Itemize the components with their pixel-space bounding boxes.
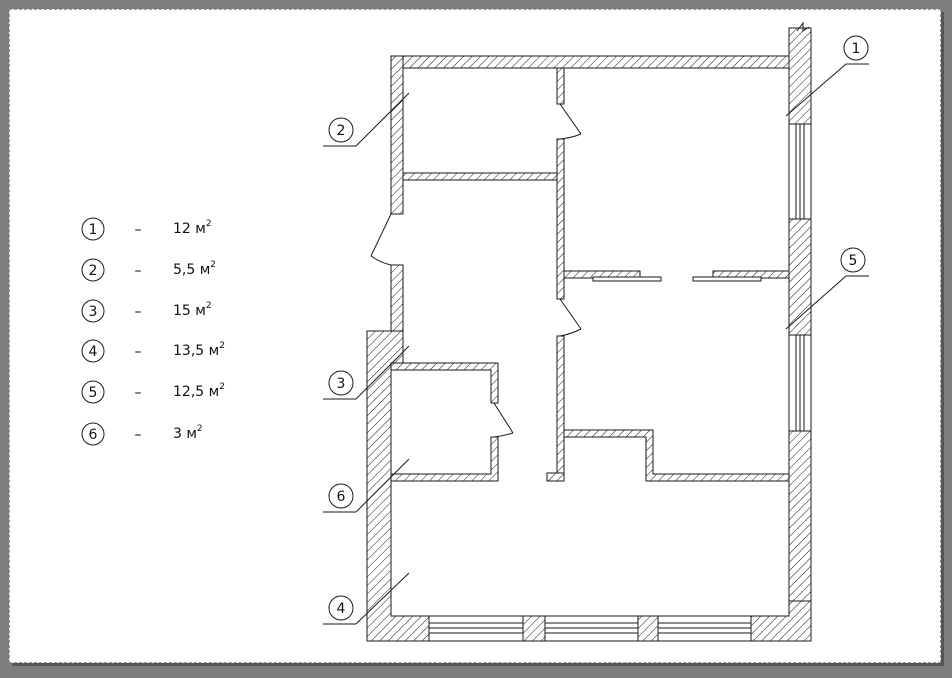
legend-row: 5 – 12,5 м2 [81,380,225,404]
legend-num: 3 [89,304,98,320]
door-swing-room5 [559,298,582,337]
legend-area-value: 3 м2 [173,424,203,442]
door-swings [370,103,582,438]
wall-left-upper [390,55,404,215]
wall-bottom-right [750,600,812,642]
legend-area-value: 12,5 м2 [173,382,225,400]
door-swing-room6 [493,402,514,438]
partition-v-lower [556,335,565,482]
drawing-sheet: 1 – 12 м2 2 – 5,5 м2 3 – 15 м2 4 – 13,5 … [9,9,941,663]
legend-badge-circle [81,422,105,446]
wall-left-mid [390,264,404,332]
legend-num: 1 [89,222,98,238]
callout-labels: 1 2 3 6 4 5 [337,41,861,617]
wall-bottom-seg [522,615,546,642]
callout-label-6: 6 [337,489,346,505]
legend-badge-circle [81,380,105,404]
wall-right-mid [788,218,812,336]
partition-room5-bottom [563,429,790,482]
legend-num: 5 [89,385,98,401]
legend-area-value: 5,5 м2 [173,260,216,278]
window-bottom-2 [544,615,639,642]
legend-row: 6 – 3 м2 [81,422,203,446]
legend-dash: – [135,263,142,279]
area-legend: 1 – 12 м2 2 – 5,5 м2 3 – 15 м2 4 – 13,5 … [81,217,225,446]
wall-top [390,55,792,69]
legend-dash: – [135,344,142,360]
window-right-lower [788,334,812,432]
legend-dash: – [135,385,142,401]
callout-label-5: 5 [849,253,858,269]
callout-1 [785,35,869,117]
legend-area-value: 13,5 м2 [173,341,225,359]
legend-num: 4 [89,344,98,360]
callouts [323,35,869,625]
callout-3 [323,345,410,400]
window-right-upper [788,123,812,220]
legend-badge-circle [81,339,105,363]
sliding-doors [592,276,762,282]
partition-room6-lower [390,436,499,482]
wall-right-top [788,27,812,125]
legend-num: 2 [89,263,98,279]
callout-2 [323,92,410,147]
legend-dash: – [135,304,142,320]
callout-label-4: 4 [337,601,346,617]
legend-badge-circle [81,217,105,241]
sliding-door-right [692,276,762,282]
legend-dash: – [135,427,142,443]
windows [428,123,812,642]
wall-bottom-seg [637,615,659,642]
window-bottom-1 [428,615,524,642]
partition-v-upper [556,67,565,105]
callout-label-2: 2 [337,123,346,139]
legend-area-value: 15 м2 [173,301,212,319]
partition-room2 [402,172,560,181]
partition-room6 [390,362,499,404]
partition-v-foot [546,472,565,482]
door-swing-room2 [559,103,582,140]
legend-num: 6 [89,427,98,443]
sliding-door-left [592,276,662,282]
legend-area-value: 12 м2 [173,219,212,237]
legend-row: 1 – 12 м2 [81,217,212,241]
legend-row: 3 – 15 м2 [81,299,212,323]
legend-row: 4 – 13,5 м2 [81,339,225,363]
legend-badge-circle [81,258,105,282]
wall-left-lower [366,330,430,642]
callout-4 [323,572,410,625]
callout-label-3: 3 [337,376,346,392]
callout-6 [323,458,410,513]
window-bottom-3 [657,615,752,642]
door-swing-entrance [370,213,392,266]
callout-label-1: 1 [852,41,861,57]
legend-dash: – [135,222,142,238]
floor-plan-drawing: 1 – 12 м2 2 – 5,5 м2 3 – 15 м2 4 – 13,5 … [81,21,869,642]
legend-badge-circle [81,299,105,323]
callout-5 [785,247,869,330]
walls [366,27,812,642]
legend-row: 2 – 5,5 м2 [81,258,216,282]
partition-v-mid [556,138,565,300]
break-mark [796,21,810,32]
